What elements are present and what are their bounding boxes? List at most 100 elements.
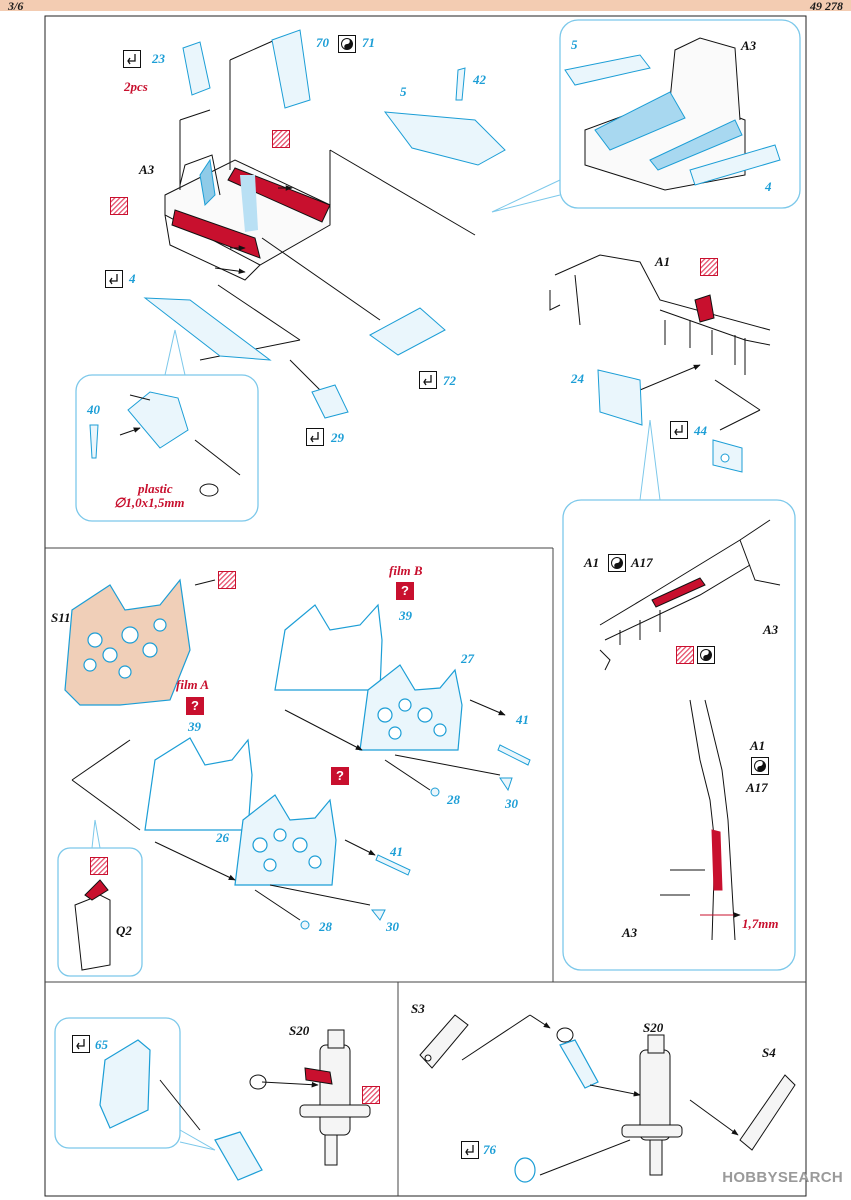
paint-icon (218, 571, 236, 589)
bend-icon (123, 50, 141, 68)
bend-icon (72, 1035, 90, 1053)
part-70: 70 (316, 35, 329, 50)
panel-27-drawing (359, 664, 463, 751)
seat-assembly-drawing (164, 39, 476, 406)
plastic-dimension: ∅1,0x1,5mm (114, 495, 185, 510)
part-a3-top: A3 (139, 162, 155, 177)
part-30-a: 30 (505, 796, 518, 811)
paint-icon (676, 646, 694, 664)
part-27: 27 (461, 651, 474, 666)
inset-seat-detail (559, 19, 801, 209)
inset-part-a3: A3 (741, 38, 757, 53)
part-a3-c: A3 (622, 925, 638, 940)
part-72: 72 (443, 373, 456, 388)
plastic-label: plastic (138, 481, 173, 496)
part-39-b: 39 (188, 719, 201, 734)
panel-leader-lines (71, 579, 506, 921)
panel-a17-drawing (599, 519, 781, 941)
inset-bracket-65 (54, 1017, 181, 1149)
page-number: 3/6 (8, 0, 24, 13)
inset-lever-detail (75, 374, 259, 522)
bracket-65-drawing (99, 1039, 263, 1181)
part-28-b: 28 (319, 919, 332, 934)
page-frame (44, 15, 807, 1197)
part-39-a: 39 (399, 608, 412, 623)
part-24: 24 (571, 371, 584, 386)
film-a-label: film A (176, 677, 210, 692)
etched-parts-bottom (514, 1039, 599, 1183)
part-30-b: 30 (386, 919, 399, 934)
s4-drawing (739, 1074, 796, 1151)
inset-seat-drawing (584, 37, 746, 191)
part-s20-left: S20 (289, 1023, 310, 1038)
part-42: 42 (473, 72, 486, 87)
film-b-label: film B (389, 563, 423, 578)
s3-drawing (419, 1014, 469, 1069)
panel-26-drawing (234, 794, 337, 886)
part-29: 29 (331, 430, 344, 445)
part-a1-b: A1 (584, 555, 600, 570)
inset-etch (564, 54, 781, 186)
s20-drawing-right (556, 1027, 683, 1176)
part-s3: S3 (411, 1001, 425, 1016)
part-76: 76 (483, 1142, 496, 1157)
etched-parts-top (143, 29, 506, 419)
watermark-logo: HOBBYSEARCH (722, 1169, 843, 1186)
qty-label: 2pcs (124, 79, 148, 94)
part-24-drawing (597, 369, 643, 426)
yin-yang-icon (338, 35, 356, 53)
part-40: 40 (87, 402, 100, 417)
part-s4: S4 (762, 1045, 776, 1060)
part-28-a: 28 (447, 792, 460, 807)
part-71: 71 (362, 35, 375, 50)
bend-icon (670, 421, 688, 439)
part-4: 4 (129, 271, 136, 286)
fuselage-a1-drawing (549, 254, 771, 431)
product-code: 49 278 (810, 0, 843, 13)
s20-drawing-left (249, 1029, 371, 1166)
page-header-bar: 3/6 49 278 (0, 0, 851, 13)
yin-yang-icon (751, 757, 769, 775)
question-icon: ? (331, 767, 349, 785)
part-23: 23 (152, 51, 165, 66)
part-5: 5 (400, 84, 407, 99)
part-a17: A17 (631, 555, 653, 570)
paint-icon (272, 130, 290, 148)
lever-drawing (89, 391, 189, 459)
yin-yang-icon (697, 646, 715, 664)
part-41-b: 41 (390, 844, 403, 859)
part-a17-c: A17 (746, 780, 768, 795)
inset-part-4: 4 (765, 179, 772, 194)
part-41-a: 41 (516, 712, 529, 727)
yin-yang-icon (608, 554, 626, 572)
film-a-drawing (144, 737, 253, 831)
q2-drawing (74, 879, 111, 971)
part-26: 26 (216, 830, 229, 845)
part-q2: Q2 (116, 923, 132, 938)
question-icon: ? (186, 697, 204, 715)
part-65: 65 (95, 1037, 108, 1052)
dimension-label: 1,7mm (742, 916, 779, 931)
part-s11: S11 (51, 610, 71, 625)
part-s20-right: S20 (643, 1020, 664, 1035)
paint-icon (362, 1086, 380, 1104)
bend-icon (306, 428, 324, 446)
part-44: 44 (694, 423, 707, 438)
bend-icon (461, 1141, 479, 1159)
small-etched-parts (300, 744, 531, 930)
part-a1-c: A1 (750, 738, 766, 753)
part-a3-b: A3 (763, 622, 779, 637)
part-a1: A1 (655, 254, 671, 269)
film-b-drawing (274, 603, 383, 691)
bend-icon (105, 270, 123, 288)
watermark-text: HOBBYSEARCH (722, 1169, 843, 1186)
paint-icon (110, 197, 128, 215)
paint-icon (700, 258, 718, 276)
paint-icon (90, 857, 108, 875)
bend-icon (419, 371, 437, 389)
inset-panel-detail (562, 499, 796, 971)
instrument-panel-s11 (64, 578, 191, 706)
question-icon: ? (396, 582, 414, 600)
inset-part-5: 5 (571, 37, 578, 52)
